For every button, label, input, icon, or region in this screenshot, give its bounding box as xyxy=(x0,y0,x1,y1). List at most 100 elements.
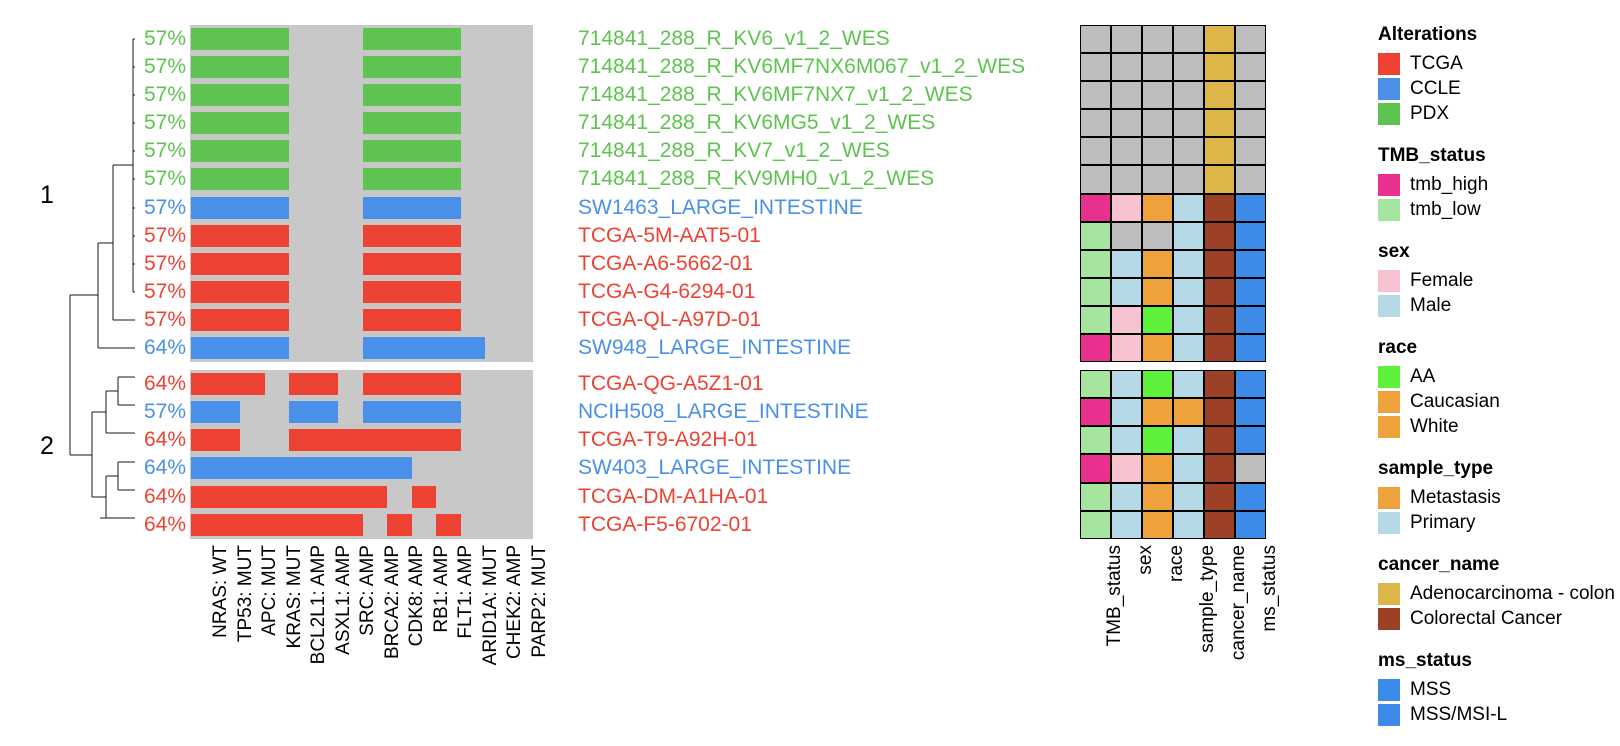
oncoprint-cell[interactable] xyxy=(411,56,436,79)
annotation-cell-race[interactable] xyxy=(1142,165,1173,194)
oncoprint-row[interactable] xyxy=(190,370,533,398)
sample-label[interactable]: SW948_LARGE_INTESTINE xyxy=(578,336,852,360)
annotation-cell-sample_type[interactable] xyxy=(1173,370,1204,399)
annotation-cell-sample_type[interactable] xyxy=(1173,334,1204,363)
oncoprint-cell[interactable] xyxy=(362,112,387,135)
oncoprint-cell[interactable] xyxy=(362,429,387,452)
oncoprint-cell[interactable] xyxy=(215,112,240,135)
oncoprint-cell[interactable] xyxy=(362,28,387,50)
oncoprint-cell[interactable] xyxy=(338,513,363,536)
annotation-cell-ms_status[interactable] xyxy=(1235,482,1266,511)
oncoprint-cell[interactable] xyxy=(215,373,240,396)
annotation-cell-sample_type[interactable] xyxy=(1173,221,1204,250)
oncoprint-cell[interactable] xyxy=(362,337,387,360)
annotation-cell-race[interactable] xyxy=(1142,482,1173,511)
annotation-cell-sex[interactable] xyxy=(1111,398,1142,427)
annotation-track-label[interactable]: sample_type xyxy=(1197,545,1218,653)
annotation-cell-race[interactable] xyxy=(1142,221,1173,250)
oncoprint-cell[interactable] xyxy=(436,308,461,331)
oncoprint-cell[interactable] xyxy=(362,308,387,331)
oncoprint-cell[interactable] xyxy=(362,373,387,396)
oncoprint-cell[interactable] xyxy=(313,485,338,508)
oncoprint-row[interactable] xyxy=(190,454,533,482)
oncoprint-cell[interactable] xyxy=(436,513,461,536)
oncoprint-cell[interactable] xyxy=(362,140,387,163)
annotation-cell-cancer_name[interactable] xyxy=(1204,249,1235,278)
gene-label[interactable]: ARID1A: MUT xyxy=(479,545,501,666)
annotation-cell-ms_status[interactable] xyxy=(1235,277,1266,306)
oncoprint-row[interactable] xyxy=(190,194,533,222)
annotation-cell-cancer_name[interactable] xyxy=(1204,25,1235,54)
annotation-cell-TMB_status[interactable] xyxy=(1080,305,1111,335)
annotation-cell-sample_type[interactable] xyxy=(1173,109,1204,138)
gene-label[interactable]: KRAS: MUT xyxy=(283,545,305,649)
annotation-cell-cancer_name[interactable] xyxy=(1204,193,1235,222)
oncoprint-cell[interactable] xyxy=(436,28,461,50)
annotation-cell-TMB_status[interactable] xyxy=(1080,81,1111,110)
gene-label[interactable]: SRC: AMP xyxy=(357,545,378,636)
oncoprint-cell[interactable] xyxy=(436,337,461,360)
oncoprint-cell[interactable] xyxy=(215,401,240,424)
annotation-cell-sample_type[interactable] xyxy=(1173,426,1204,455)
annotation-cell-sample_type[interactable] xyxy=(1173,398,1204,427)
oncoprint-cell[interactable] xyxy=(362,168,387,191)
oncoprint-cell[interactable] xyxy=(240,457,265,480)
annotation-cell-TMB_status[interactable] xyxy=(1080,277,1111,306)
oncoprint-row[interactable] xyxy=(190,398,533,426)
oncoprint-cell[interactable] xyxy=(411,252,436,275)
annotation-cell-sample_type[interactable] xyxy=(1173,193,1204,222)
annotation-cell-TMB_status[interactable] xyxy=(1080,221,1111,250)
annotation-cell-TMB_status[interactable] xyxy=(1080,510,1111,539)
oncoprint-cell[interactable] xyxy=(436,429,461,452)
gene-label[interactable]: PARP2: MUT xyxy=(528,545,550,658)
gene-label[interactable]: ASXL1: AMP xyxy=(332,545,354,655)
annotation-track-label[interactable]: race xyxy=(1166,545,1187,582)
annotation-cell-sex[interactable] xyxy=(1111,305,1142,335)
oncoprint-cell[interactable] xyxy=(362,224,387,247)
annotation-cell-TMB_status[interactable] xyxy=(1080,193,1111,222)
annotation-cell-ms_status[interactable] xyxy=(1235,454,1266,483)
gene-label[interactable]: NRAS: WT xyxy=(210,545,231,638)
annotation-cell-cancer_name[interactable] xyxy=(1204,398,1235,427)
annotation-cell-sample_type[interactable] xyxy=(1173,81,1204,110)
oncoprint-cell[interactable] xyxy=(215,308,240,331)
legend-item[interactable]: CCLE xyxy=(1378,76,1618,101)
oncoprint-row[interactable] xyxy=(190,511,533,539)
gene-label[interactable]: FLT1: AMP xyxy=(455,545,476,639)
annotation-cell-TMB_status[interactable] xyxy=(1080,426,1111,455)
legend-item[interactable]: Male xyxy=(1378,293,1618,318)
annotation-cell-TMB_status[interactable] xyxy=(1080,137,1111,166)
annotation-cell-sample_type[interactable] xyxy=(1173,277,1204,306)
oncoprint-cell[interactable] xyxy=(362,56,387,79)
oncoprint-cell[interactable] xyxy=(387,308,412,331)
oncoprint-cell[interactable] xyxy=(264,280,289,303)
oncoprint-cell[interactable] xyxy=(191,56,216,79)
annotation-track-label[interactable]: TMB_status xyxy=(1104,545,1125,647)
annotation-cell-sample_type[interactable] xyxy=(1173,53,1204,82)
oncoprint-cell[interactable] xyxy=(264,224,289,247)
oncoprint-cell[interactable] xyxy=(411,308,436,331)
legend-item[interactable]: Colorectal Cancer xyxy=(1378,606,1618,631)
annotation-cell-cancer_name[interactable] xyxy=(1204,482,1235,511)
annotation-cell-sex[interactable] xyxy=(1111,81,1142,110)
sample-label[interactable]: TCGA-F5-6702-01 xyxy=(578,512,752,536)
annotation-cell-ms_status[interactable] xyxy=(1235,53,1266,82)
oncoprint-cell[interactable] xyxy=(338,457,363,480)
oncoprint-cell[interactable] xyxy=(215,457,240,480)
oncoprint-cell[interactable] xyxy=(289,457,314,480)
annotation-cell-TMB_status[interactable] xyxy=(1080,398,1111,427)
oncoprint-cell[interactable] xyxy=(362,401,387,424)
legend-item[interactable]: PDX xyxy=(1378,101,1618,126)
oncoprint-cell[interactable] xyxy=(313,429,338,452)
sample-label[interactable]: 714841_288_R_KV7_v1_2_WES xyxy=(578,139,890,163)
annotation-cell-race[interactable] xyxy=(1142,370,1173,399)
sample-label[interactable]: SW403_LARGE_INTESTINE xyxy=(578,456,852,480)
oncoprint-cell[interactable] xyxy=(240,280,265,303)
oncoprint-cell[interactable] xyxy=(313,457,338,480)
oncoprint-cell[interactable] xyxy=(436,84,461,107)
annotation-cell-sample_type[interactable] xyxy=(1173,482,1204,511)
gene-label[interactable]: CHEK2: AMP xyxy=(504,545,525,660)
oncoprint-cell[interactable] xyxy=(387,56,412,79)
oncoprint-cell[interactable] xyxy=(411,84,436,107)
oncoprint-cell[interactable] xyxy=(436,224,461,247)
